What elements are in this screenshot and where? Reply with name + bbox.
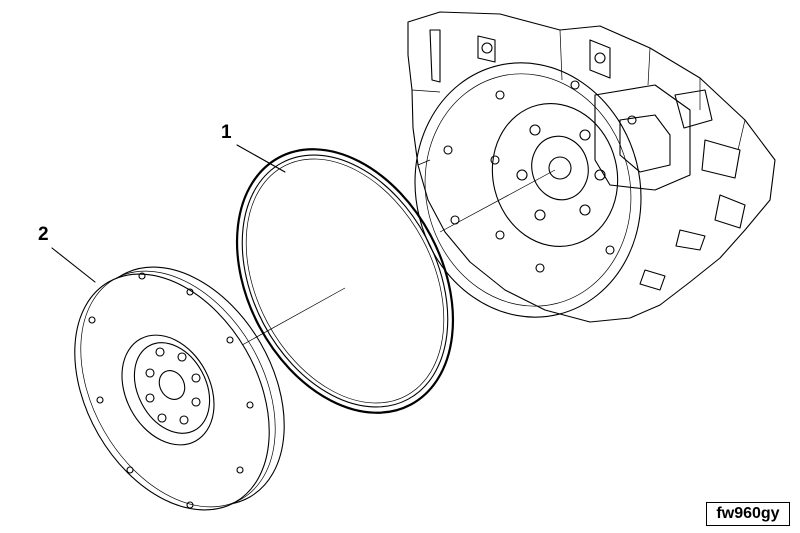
flywheel-housing <box>407 11 776 323</box>
callout-number-2: 2 <box>38 224 49 245</box>
leader-line-2 <box>51 247 96 283</box>
reference-code-box: fw960gy <box>706 502 790 526</box>
flywheel <box>74 266 285 511</box>
leader-line-1 <box>236 144 286 173</box>
reference-code-text: fw960gy <box>716 505 780 522</box>
axis-line-upper <box>439 169 556 233</box>
callout-number-1: 1 <box>221 122 232 143</box>
seal-ring <box>235 148 455 414</box>
